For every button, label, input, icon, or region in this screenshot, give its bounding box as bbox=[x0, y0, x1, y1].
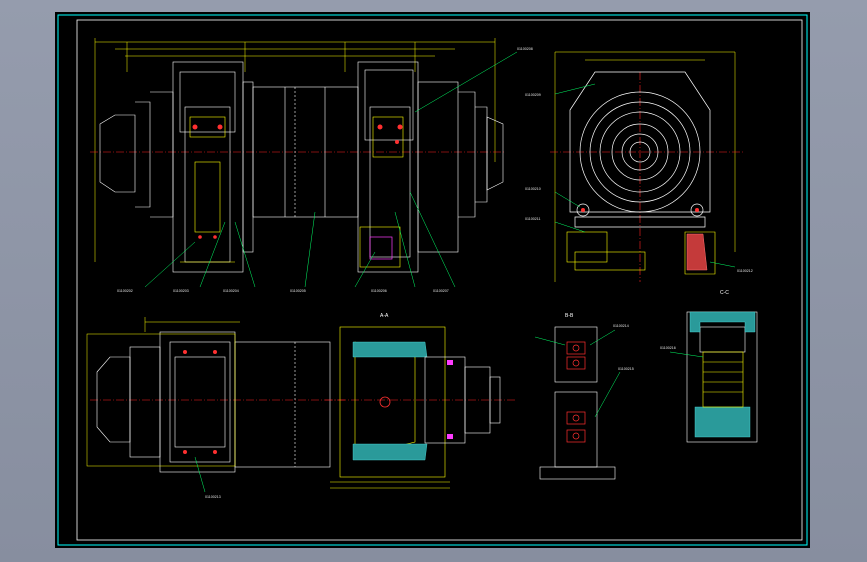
callout-01100202: 01100202 bbox=[117, 289, 133, 293]
plan-view: 01100213 bbox=[86, 317, 345, 499]
side-view-marks bbox=[581, 208, 699, 212]
section-bb-outline bbox=[539, 326, 616, 480]
inner-frame bbox=[76, 19, 803, 541]
side-base bbox=[566, 231, 716, 275]
front-view-dimensions bbox=[94, 38, 496, 262]
section-bb-bearings bbox=[566, 341, 586, 443]
callout-01100211: 01100211 bbox=[525, 217, 540, 221]
section-aa-outline bbox=[330, 326, 450, 489]
section-aa-seals bbox=[447, 360, 453, 439]
section-aa-title: A-A bbox=[380, 313, 389, 319]
callout-01100213: 01100213 bbox=[205, 495, 221, 499]
callout-01100209: 01100209 bbox=[525, 93, 541, 97]
plan-leaders bbox=[194, 456, 206, 493]
section-cc-internals bbox=[702, 351, 744, 408]
section-aa-hatch bbox=[352, 341, 428, 461]
section-aa-shaft bbox=[424, 356, 501, 444]
side-housing bbox=[569, 71, 711, 228]
left-housing-detail bbox=[180, 116, 235, 263]
section-cc-title: C-C bbox=[720, 290, 729, 296]
left-housing bbox=[172, 61, 254, 273]
assembly-drawing: 01100202 01100203 01100204 01100205 0110… bbox=[57, 14, 808, 546]
section-bb-leaders bbox=[534, 329, 621, 418]
callout-01100207: 01100207 bbox=[433, 289, 449, 293]
front-view-callouts: 01100202 01100203 01100204 01100205 0110… bbox=[117, 47, 533, 293]
section-bb-title: B-B bbox=[565, 313, 574, 319]
side-view-leaders bbox=[554, 83, 736, 268]
section-aa-view: A-A bbox=[325, 313, 515, 489]
front-view: 01100202 01100203 01100204 01100205 0110… bbox=[90, 38, 533, 293]
front-view-leaders bbox=[144, 51, 518, 288]
callout-01100206: 01100206 bbox=[371, 289, 387, 293]
side-view-callouts: 01100209 01100210 01100211 01100212 bbox=[525, 93, 753, 273]
callout-01100204: 01100204 bbox=[223, 289, 239, 293]
callout-01100215: 01100215 bbox=[618, 367, 634, 371]
section-cc-hatch bbox=[689, 311, 756, 438]
callout-01100212: 01100212 bbox=[737, 269, 753, 273]
section-cc-view: C-C 011002 bbox=[660, 290, 758, 443]
callout-01100208: 01100208 bbox=[517, 47, 533, 51]
right-housing bbox=[357, 61, 459, 273]
callout-01100203: 01100203 bbox=[173, 289, 189, 293]
side-hatched-section bbox=[686, 233, 708, 271]
plan-bolts bbox=[183, 350, 217, 454]
outer-border bbox=[57, 14, 808, 546]
left-end-cap bbox=[99, 91, 174, 218]
drawing-sheet[interactable]: 01100202 01100203 01100204 01100205 0110… bbox=[55, 12, 810, 548]
plan-dimensions bbox=[86, 317, 240, 467]
right-housing-detail bbox=[359, 116, 404, 268]
side-view: 01100209 01100210 01100211 01100212 bbox=[525, 51, 753, 282]
right-housing-bolts bbox=[377, 124, 403, 144]
callout-01100205: 01100205 bbox=[290, 289, 306, 293]
section-cc-leaders bbox=[669, 351, 704, 358]
left-housing-bolts bbox=[192, 124, 223, 239]
right-end-cap bbox=[458, 91, 504, 218]
section-bb-view: B-B bbox=[534, 313, 634, 480]
section-aa-bore bbox=[379, 396, 391, 408]
callout-01100210: 01100210 bbox=[525, 187, 541, 191]
callout-01100214: 01100214 bbox=[613, 324, 629, 328]
right-housing-flange bbox=[369, 236, 393, 260]
callout-01100216: 01100216 bbox=[660, 346, 676, 350]
